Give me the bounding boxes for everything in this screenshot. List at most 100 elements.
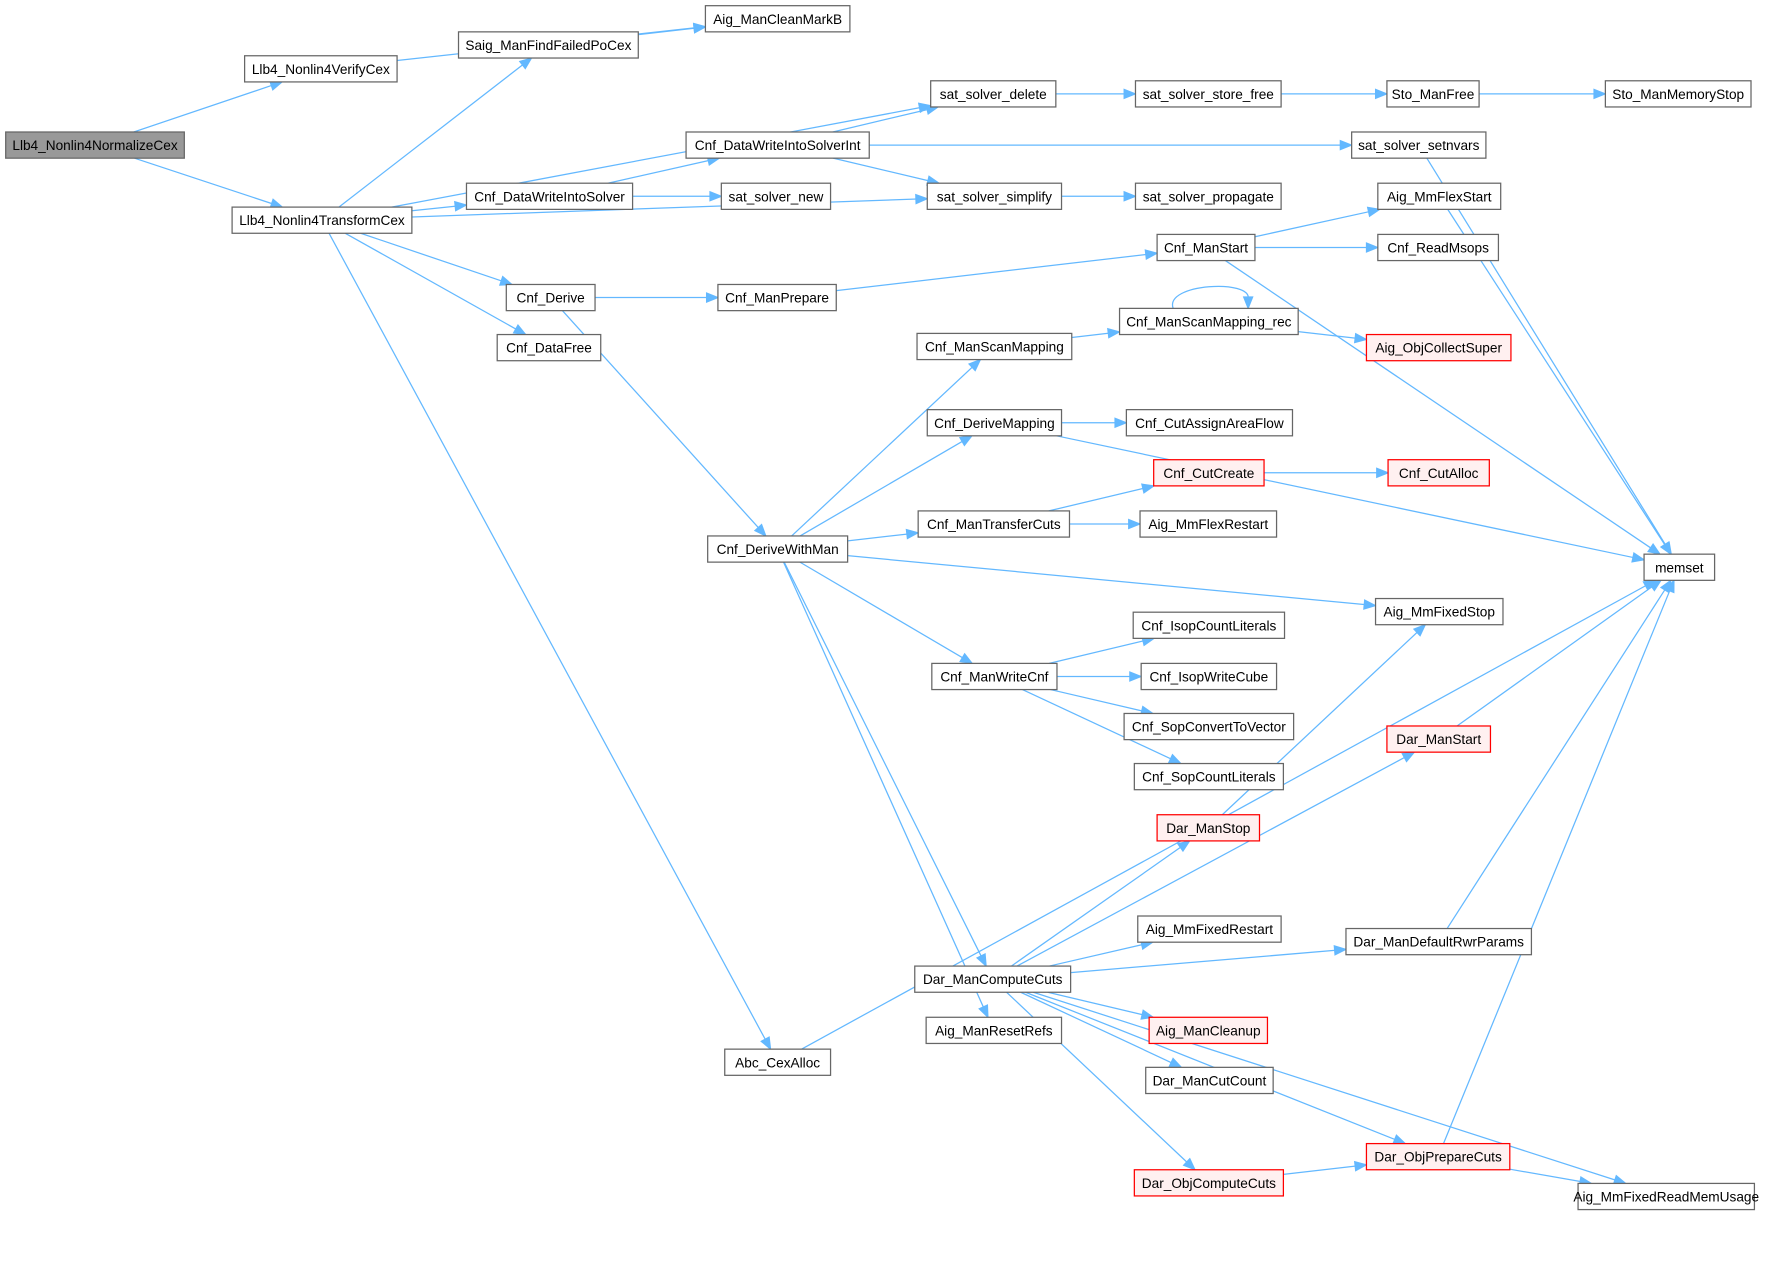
arrowhead-icon (1144, 249, 1159, 260)
node-box (1132, 611, 1286, 639)
node-label: Aig_MmFixedStop (1384, 605, 1496, 620)
arrowhead-icon (975, 952, 987, 968)
node-box (1133, 762, 1285, 791)
node-setnvars[interactable]: sat_solver_setnvars (1351, 131, 1487, 159)
node-transfercuts[interactable]: Cnf_ManTransferCuts (917, 510, 1071, 538)
node-darstart[interactable]: Dar_ManStart (1386, 725, 1492, 753)
edge-transform-to-findfailed (338, 57, 533, 208)
node-manprepare[interactable]: Cnf_ManPrepare (717, 283, 837, 312)
node-collectsuper[interactable]: Aig_ObjCollectSuper (1365, 333, 1512, 362)
node-dwis[interactable]: Cnf_DataWriteIntoSolver (465, 182, 634, 210)
node-writecnf[interactable]: Cnf_ManWriteCnf (931, 662, 1058, 691)
node-cutalloc[interactable]: Cnf_CutAlloc (1387, 459, 1490, 487)
node-preparecuts[interactable]: Dar_ObjPrepareCuts (1365, 1142, 1511, 1171)
edge-line (1033, 991, 1617, 1181)
node-label: Llb4_Nonlin4TransformCex (239, 213, 405, 228)
node-defrwr[interactable]: Dar_ManDefaultRwrParams (1345, 927, 1533, 956)
arrowhead-icon (1353, 1160, 1368, 1172)
node-readmemusage[interactable]: Aig_MmFixedReadMemUsage (1573, 1182, 1759, 1211)
arrowhead-icon (905, 528, 920, 540)
node-label: Cnf_CutCreate (1163, 466, 1254, 481)
node-sopconvert[interactable]: Cnf_SopConvertToVector (1123, 712, 1295, 741)
node-dwisint[interactable]: Cnf_DataWriteIntoSolverInt (685, 131, 870, 159)
edge-transform-to-cexalloc (328, 232, 772, 1051)
node-label: Sto_ManFree (1392, 87, 1475, 102)
edge-line (411, 198, 918, 218)
edge-transform-to-derive (360, 232, 514, 286)
node-label: Cnf_DataWriteIntoSolverInt (695, 138, 861, 153)
node-fixedstop[interactable]: Aig_MmFixedStop (1374, 597, 1504, 626)
node-transform[interactable]: Llb4_Nonlin4TransformCex (231, 206, 413, 234)
node-areaflow[interactable]: Cnf_CutAssignAreaFlow (1125, 409, 1294, 437)
node-label: Cnf_IsopCountLiterals (1141, 618, 1276, 633)
node-cleanup[interactable]: Aig_ManCleanup (1148, 1016, 1269, 1045)
node-stomemstop[interactable]: Sto_ManMemoryStop (1604, 80, 1752, 108)
node-label: sat_solver_new (729, 189, 824, 204)
edge-line (391, 106, 921, 208)
node-label: Saig_ManFindFailedPoCex (465, 38, 631, 53)
node-satdelete[interactable]: sat_solver_delete (930, 80, 1057, 108)
node-flexrestart[interactable]: Aig_MmFlexRestart (1139, 510, 1278, 538)
node-derivemap[interactable]: Cnf_DeriveMapping (926, 409, 1063, 437)
node-flexstart[interactable]: Aig_MmFlexStart (1377, 182, 1502, 210)
node-root[interactable]: Llb4_Nonlin4NormalizeCex (5, 131, 185, 159)
edge-transform-to-simplify (411, 193, 929, 218)
node-findfailed[interactable]: Saig_ManFindFailedPoCex (457, 31, 639, 59)
node-cexalloc[interactable]: Abc_CexAlloc (724, 1048, 832, 1076)
node-datafree[interactable]: Cnf_DataFree (496, 333, 602, 362)
node-box (917, 510, 1071, 538)
node-label: Cnf_ManScanMapping_rec (1126, 315, 1291, 330)
arrowhead-icon (978, 1004, 989, 1019)
node-box (1153, 459, 1265, 487)
edge-derive-to-manprepare (595, 292, 720, 303)
node-manstart[interactable]: Cnf_ManStart (1156, 233, 1256, 262)
node-cutcreate[interactable]: Cnf_CutCreate (1153, 459, 1265, 487)
edge-scanmap-to-scanmaprec (1071, 327, 1122, 339)
node-cutcount[interactable]: Dar_ManCutCount (1145, 1066, 1274, 1095)
edge-computecuts-to-darstart (1016, 751, 1416, 967)
node-computecuts[interactable]: Dar_ManComputeCuts (914, 965, 1072, 993)
node-verify[interactable]: Llb4_Nonlin4VerifyCex (243, 55, 398, 83)
edge-line (1056, 435, 1635, 559)
node-fixedrestart[interactable]: Aig_MmFixedRestart (1137, 915, 1282, 943)
node-derivewithman[interactable]: Cnf_DeriveWithMan (707, 535, 849, 563)
arrowhead-icon (1376, 467, 1390, 479)
node-stomanfree[interactable]: Sto_ManFree (1386, 80, 1480, 108)
node-satnew[interactable]: sat_solver_new (720, 182, 832, 210)
node-resetrefs[interactable]: Aig_ManResetRefs (925, 1016, 1063, 1045)
nodes-layer: Llb4_Nonlin4NormalizeCex Llb4_Nonlin4Veri… (5, 5, 1759, 1211)
node-storefree[interactable]: sat_solver_store_free (1134, 80, 1282, 108)
node-cleanmarkb[interactable]: Aig_ManCleanMarkB (704, 5, 851, 33)
node-objcomputecuts[interactable]: Dar_ObjComputeCuts (1133, 1169, 1285, 1197)
node-darstop[interactable]: Dar_ManStop (1156, 814, 1261, 842)
node-derive[interactable]: Cnf_Derive (505, 283, 596, 312)
edge-line (411, 205, 457, 212)
node-isopwrite[interactable]: Cnf_IsopWriteCube (1140, 662, 1278, 691)
node-simplify[interactable]: sat_solver_simplify (926, 182, 1063, 210)
edge-line (638, 27, 696, 36)
edge-computecuts-to-fixedrestart (1049, 939, 1155, 967)
edge-line (1049, 640, 1145, 665)
arrowhead-icon (512, 323, 527, 336)
node-scanmap[interactable]: Cnf_ManScanMapping (916, 332, 1073, 361)
arrowhead-icon (1128, 518, 1142, 530)
node-readmsops[interactable]: Cnf_ReadMsops (1377, 233, 1500, 262)
arrowhead-icon (1353, 332, 1368, 344)
edge-line (847, 533, 909, 542)
node-label: Sto_ManMemoryStop (1612, 87, 1744, 102)
edge-darstop-to-fixedstop (1221, 623, 1427, 816)
edge-computecuts-to-defrwr (1070, 945, 1348, 974)
node-propagate[interactable]: sat_solver_propagate (1134, 182, 1282, 210)
edge-writecnf-to-sopconvert (1050, 688, 1155, 716)
node-scanmaprec[interactable]: Cnf_ManScanMapping_rec (1118, 307, 1299, 336)
node-label: Dar_ManCutCount (1153, 1074, 1267, 1089)
edge-computecuts-to-cleanup (1047, 991, 1155, 1020)
node-isopcount[interactable]: Cnf_IsopCountLiterals (1132, 611, 1286, 639)
edge-manstart-to-memset (1225, 260, 1662, 556)
node-sopcount[interactable]: Cnf_SopCountLiterals (1133, 762, 1285, 791)
arrowhead-icon (705, 292, 720, 303)
node-label: Cnf_SopCountLiterals (1142, 770, 1276, 785)
node-box (1604, 80, 1752, 108)
node-memset[interactable]: memset (1643, 553, 1716, 581)
arrowhead-icon (1129, 671, 1143, 682)
